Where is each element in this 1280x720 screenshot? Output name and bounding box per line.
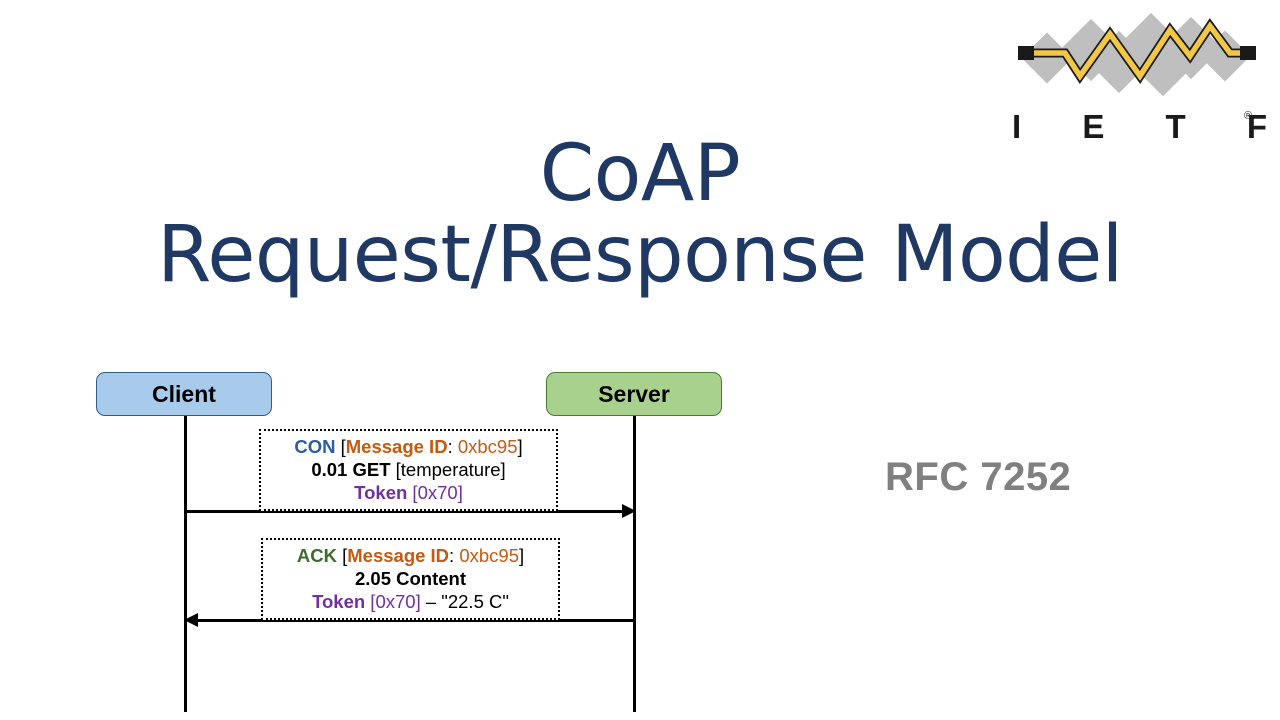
bracket-close-1: ] xyxy=(517,436,523,457)
ietf-logo: I E T F ® xyxy=(1012,12,1267,145)
actor-label-server: Server xyxy=(598,380,670,407)
value-message-id-1: 0xbc95 xyxy=(457,436,518,457)
logo-endcap-right xyxy=(1240,46,1256,60)
message-request-line-1: CON [Message ID: 0xbc95] xyxy=(269,435,548,458)
page-title: CoAP Request/Response Model xyxy=(0,129,1280,301)
field-message-id-1: Message ID xyxy=(345,436,448,457)
response-payload: – "22.5 C" xyxy=(420,591,509,612)
message-response-line-3: Token [0x70] – "22.5 C" xyxy=(271,590,550,613)
separator-1: : xyxy=(447,436,458,457)
separator-2: : xyxy=(449,545,460,566)
bracket-open-2: [ xyxy=(336,545,348,566)
lifeline-client xyxy=(184,416,187,712)
message-box-response: ACK [Message ID: 0xbc95] 2.05 Content To… xyxy=(261,538,560,620)
actor-box-server: Server xyxy=(546,372,722,416)
logo-zigzag-fill xyxy=(1024,21,1250,81)
page-title-line-1: CoAP xyxy=(539,129,741,219)
arrowhead-response-icon xyxy=(184,613,198,627)
token-bracket-close-1: ] xyxy=(457,482,463,503)
actor-label-client: Client xyxy=(152,380,216,407)
response-status-code: 2.05 Content xyxy=(354,568,467,589)
lifeline-server xyxy=(633,416,636,712)
ietf-wordmark: I E T F xyxy=(1012,108,1280,145)
message-type-ack: ACK xyxy=(296,545,337,566)
message-request-line-3: Token [0x70] xyxy=(269,481,548,504)
token-value-1: 0x70 xyxy=(417,482,458,503)
message-response-line-2: 2.05 Content xyxy=(271,567,550,590)
token-label-1: Token xyxy=(354,482,408,503)
arrow-request-line xyxy=(185,510,628,513)
field-message-id-2: Message ID xyxy=(347,545,450,566)
message-type-con: CON xyxy=(294,436,336,457)
page-title-line-2: Request/Response Model xyxy=(157,210,1123,301)
message-request-line-2: 0.01 GET [temperature] xyxy=(269,458,548,481)
registered-trademark-icon: ® xyxy=(1244,110,1253,122)
request-resource: [temperature] xyxy=(390,459,506,480)
token-bracket-open-1: [ xyxy=(407,482,418,503)
request-method-code: 0.01 GET xyxy=(311,459,391,480)
logo-endcap-left xyxy=(1018,46,1034,60)
arrowhead-request-icon xyxy=(622,504,636,518)
value-message-id-2: 0xbc95 xyxy=(459,545,519,566)
rfc-reference-label: RFC 7252 xyxy=(885,455,1072,499)
ietf-logo-mark xyxy=(1018,12,1256,97)
bracket-close-2: ] xyxy=(518,545,525,566)
bracket-open-1: [ xyxy=(335,436,346,457)
message-box-request: CON [Message ID: 0xbc95] 0.01 GET [tempe… xyxy=(259,429,558,511)
arrow-response-line xyxy=(190,619,635,622)
token-bracket-open-2: [ xyxy=(365,591,376,612)
actor-box-client: Client xyxy=(96,372,272,416)
message-response-line-1: ACK [Message ID: 0xbc95] xyxy=(271,544,550,567)
token-label-2: Token xyxy=(312,591,366,612)
token-value-2: 0x70 xyxy=(375,591,416,612)
token-bracket-close-2: ] xyxy=(415,591,421,612)
